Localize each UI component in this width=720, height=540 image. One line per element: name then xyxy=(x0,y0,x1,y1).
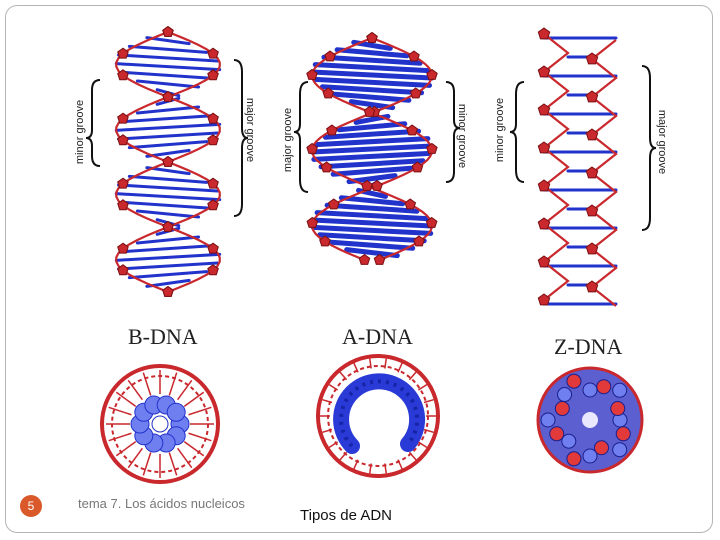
brace-b-right xyxy=(233,59,249,217)
z-dna-right-groove-label: major groove xyxy=(656,109,669,175)
b-dna-left-groove-label: minor groove xyxy=(74,99,87,165)
b-dna-top-view xyxy=(100,364,220,484)
brace-z-left xyxy=(509,81,525,183)
brace-a-left xyxy=(293,81,309,193)
brace-b-left xyxy=(85,79,101,167)
slide-title: Tipos de ADN xyxy=(300,507,392,524)
a-dna-top-view xyxy=(316,354,440,478)
a-dna-label: A-DNA xyxy=(342,324,413,349)
brace-a-right xyxy=(445,81,461,183)
brace-z-right xyxy=(641,65,657,231)
z-dna-left-groove-label: minor groove xyxy=(494,97,507,163)
b-dna-right-groove-label: major groove xyxy=(244,97,257,163)
z-dna-top-view xyxy=(536,366,644,474)
slide-number-badge: 5 xyxy=(20,495,42,517)
a-dna-left-groove-label: major groove xyxy=(282,107,295,173)
a-dna-helix xyxy=(306,31,438,265)
b-dna-helix xyxy=(114,25,222,297)
a-dna-right-groove-label: minor groove xyxy=(456,103,469,169)
z-dna-helix xyxy=(537,27,618,307)
footer-text: tema 7. Los ácidos nucleicos xyxy=(78,496,245,511)
z-dna-label: Z-DNA xyxy=(554,334,623,359)
b-dna-label: B-DNA xyxy=(128,324,198,349)
